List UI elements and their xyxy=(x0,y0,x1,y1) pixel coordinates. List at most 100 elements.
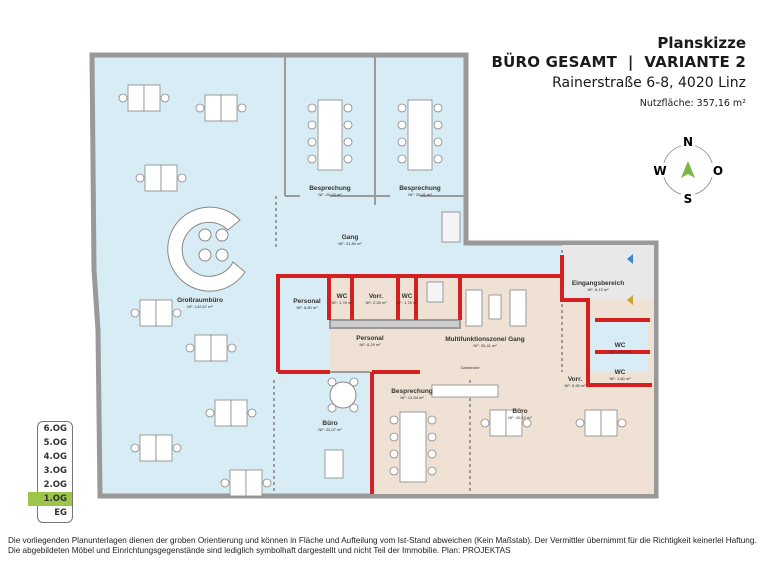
desk xyxy=(229,469,247,497)
new-walls xyxy=(276,255,652,494)
floor-6og[interactable]: 6.OG xyxy=(43,424,67,434)
room-area-bespr2: NF: 25,61 m² xyxy=(408,192,432,197)
floor-4og[interactable]: 4.OG xyxy=(43,452,67,462)
compass-south: S xyxy=(684,192,693,206)
desk xyxy=(230,399,248,427)
plan-title: Planskizze xyxy=(657,34,746,52)
room-area-wc4: NF: 1,60 m² xyxy=(609,376,631,381)
room-label-multi: Multifunktionszone/ Gang xyxy=(445,336,524,343)
chair xyxy=(480,418,490,428)
chair xyxy=(349,403,359,413)
room-label-wc2: WC xyxy=(402,293,413,300)
coffee-table xyxy=(488,294,502,320)
room-label-bespr2: Besprechung xyxy=(399,185,441,192)
address: Rainerstraße 6-8, 4020 Linz xyxy=(552,75,746,91)
desk xyxy=(139,434,157,462)
compass-east: O xyxy=(713,164,723,178)
floor-eg[interactable]: EG xyxy=(54,508,67,518)
desk xyxy=(194,334,212,362)
desk xyxy=(505,409,523,437)
room-area-bespr3: NF: 13,94 m² xyxy=(400,395,424,400)
chair xyxy=(397,154,407,164)
chair xyxy=(327,403,337,413)
chair xyxy=(130,308,140,318)
room-area-personal2: NF: 8,29 m² xyxy=(359,342,381,347)
chair xyxy=(427,466,437,476)
chair xyxy=(177,173,187,183)
room-label-personal2: Personal xyxy=(356,335,384,342)
desk xyxy=(155,434,173,462)
chair xyxy=(427,415,437,425)
room-area-buero1: NF: 22,07 m² xyxy=(318,427,342,432)
chair xyxy=(262,478,272,488)
chair xyxy=(427,449,437,459)
floor-3og[interactable]: 3.OG xyxy=(43,466,67,476)
room-label-bespr1: Besprechung xyxy=(309,185,351,192)
eingang-area xyxy=(562,245,654,300)
chair xyxy=(617,418,627,428)
room-label-bespr3: Besprechung xyxy=(391,388,433,395)
room-area-bespr1: NF: 26,03 m² xyxy=(318,192,342,197)
chair xyxy=(160,93,170,103)
meeting-table xyxy=(399,411,427,483)
chair xyxy=(237,103,247,113)
desk xyxy=(155,299,173,327)
compass-north: N xyxy=(683,135,693,149)
chair xyxy=(427,432,437,442)
room-area-personal1: NF: 8,80 m² xyxy=(296,305,318,310)
wardrobe xyxy=(431,384,499,398)
floor-1og[interactable]: 1.OG xyxy=(28,492,72,506)
chair xyxy=(220,478,230,488)
room-area-grossraum: NF: 142,67 m² xyxy=(187,304,213,309)
chair xyxy=(307,154,317,164)
meeting-table xyxy=(407,99,433,171)
desk xyxy=(214,399,232,427)
chair xyxy=(389,432,399,442)
room-area-gang: NF: 31,80 m² xyxy=(338,241,362,246)
room-label-grossraum: Großraumbüro xyxy=(177,297,223,304)
chair xyxy=(397,103,407,113)
chair xyxy=(522,418,532,428)
chair xyxy=(307,103,317,113)
chair xyxy=(397,137,407,147)
chair xyxy=(433,120,443,130)
chair xyxy=(185,343,195,353)
chair xyxy=(195,103,205,113)
room-label-wc4: WC xyxy=(615,369,626,376)
room-label-wc3: WC xyxy=(615,342,626,349)
chair xyxy=(389,466,399,476)
north-arrow-icon xyxy=(681,161,695,178)
room-label-eingang: Eingangsbereich xyxy=(572,280,624,287)
chair xyxy=(307,120,317,130)
chair xyxy=(433,103,443,113)
room-label-buero2: Büro xyxy=(512,408,527,415)
chair xyxy=(433,137,443,147)
room-area-wc2: NF: 1,78 m² xyxy=(396,300,418,305)
desk xyxy=(143,84,161,112)
wc-right-area xyxy=(588,318,648,372)
room-area-wc1: NF: 1,78 m² xyxy=(331,300,353,305)
desk xyxy=(210,334,228,362)
compass-west: W xyxy=(653,164,666,178)
garderobe-label: Garderobe xyxy=(460,365,480,370)
chair xyxy=(205,408,215,418)
entrance-arrow-icon xyxy=(627,295,633,305)
desk xyxy=(324,449,344,479)
desk xyxy=(489,409,507,437)
round-table xyxy=(329,381,357,409)
room-area-vorr1: NF: 2,28 m² xyxy=(365,300,387,305)
room-label-vorr2: Vorr. xyxy=(568,376,583,383)
chair xyxy=(575,418,585,428)
chair xyxy=(343,154,353,164)
floor-2og[interactable]: 2.OG xyxy=(43,480,67,490)
sofa xyxy=(465,289,483,327)
room-area-vorr2: NF: 5,36 m² xyxy=(564,383,586,388)
chair xyxy=(349,377,359,387)
room-label-wc1: WC xyxy=(337,293,348,300)
disclaimer: Die vorliegenden Planunterlagen dienen d… xyxy=(8,536,757,555)
sofa xyxy=(509,289,527,327)
floor-5og[interactable]: 5.OG xyxy=(43,438,67,448)
desk xyxy=(139,299,157,327)
entrance-arrow-icon xyxy=(627,254,633,264)
